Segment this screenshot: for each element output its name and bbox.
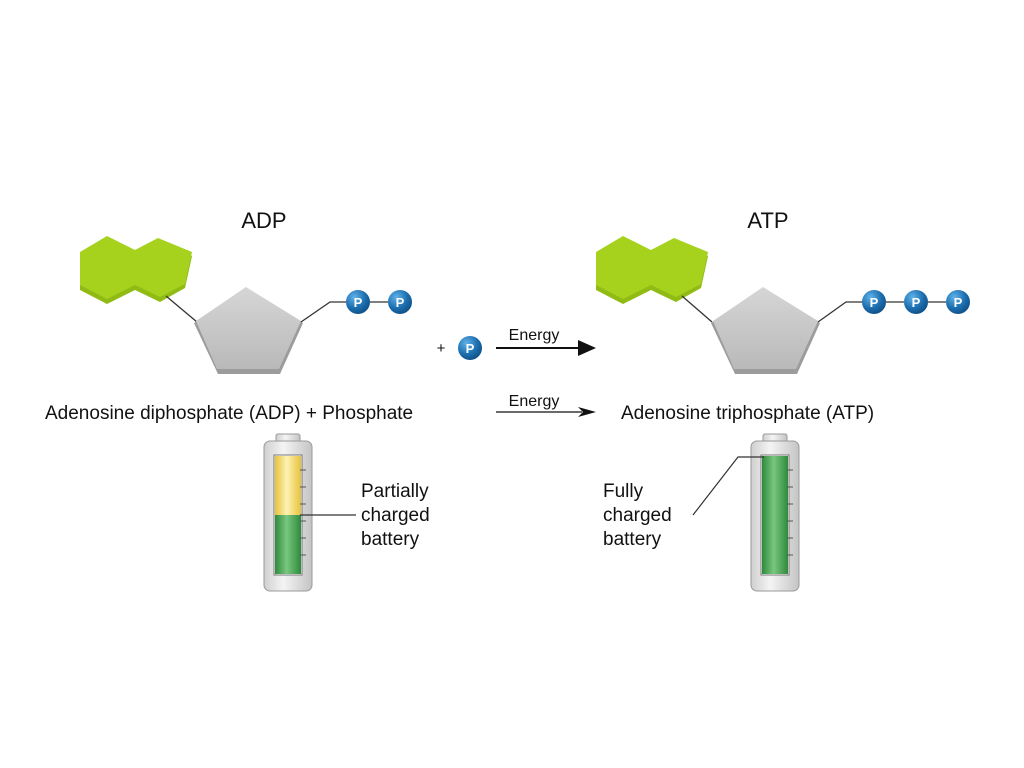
equation-energy-label: Energy [509, 393, 560, 410]
adp-phosphate-2: P [388, 290, 412, 314]
atp-phosphate-2: P [904, 290, 928, 314]
svg-text:P: P [870, 295, 879, 310]
battery-charge-level [762, 456, 788, 574]
atp-ribose-sugar [711, 287, 820, 374]
top-reaction-arrow [496, 340, 596, 356]
equation-product: Adenosine triphosphate (ATP) [621, 403, 874, 424]
atp-adenine-base [596, 236, 708, 304]
adp-molecule: P P [80, 236, 412, 374]
equation-arrow [496, 407, 596, 417]
full-battery-label-line2: charged [603, 505, 672, 526]
full-battery-label-line3: battery [603, 529, 662, 550]
top-energy-label: Energy [509, 327, 560, 344]
free-phosphate: P [458, 336, 482, 360]
adp-title: ADP [241, 208, 286, 233]
fully-charged-battery [750, 433, 800, 592]
equation-reactants: Adenosine diphosphate (ADP) + Phosphate [45, 403, 413, 424]
adp-ribose-sugar [194, 287, 303, 374]
svg-text:P: P [466, 341, 475, 356]
svg-text:P: P [912, 295, 921, 310]
atp-phosphate-3: P [946, 290, 970, 314]
atp-phosphate-1: P [862, 290, 886, 314]
battery-charge-level [275, 515, 301, 574]
adp-adenine-base [80, 236, 192, 304]
partial-battery-label-line3: battery [361, 529, 420, 550]
plus-sign: + [437, 340, 446, 357]
battery-uncharged-level [275, 456, 301, 515]
atp-title: ATP [747, 208, 788, 233]
svg-text:P: P [396, 295, 405, 310]
partially-charged-battery [263, 433, 313, 592]
atp-molecule: P P P [596, 236, 970, 374]
full-battery-label-line1: Fully [603, 481, 644, 502]
svg-text:P: P [954, 295, 963, 310]
full-battery-leader-line [692, 456, 764, 516]
svg-text:P: P [354, 295, 363, 310]
partial-battery-label-line2: charged [361, 505, 430, 526]
adp-phosphate-1: P [346, 290, 370, 314]
partial-battery-label-line1: Partially [361, 481, 429, 502]
